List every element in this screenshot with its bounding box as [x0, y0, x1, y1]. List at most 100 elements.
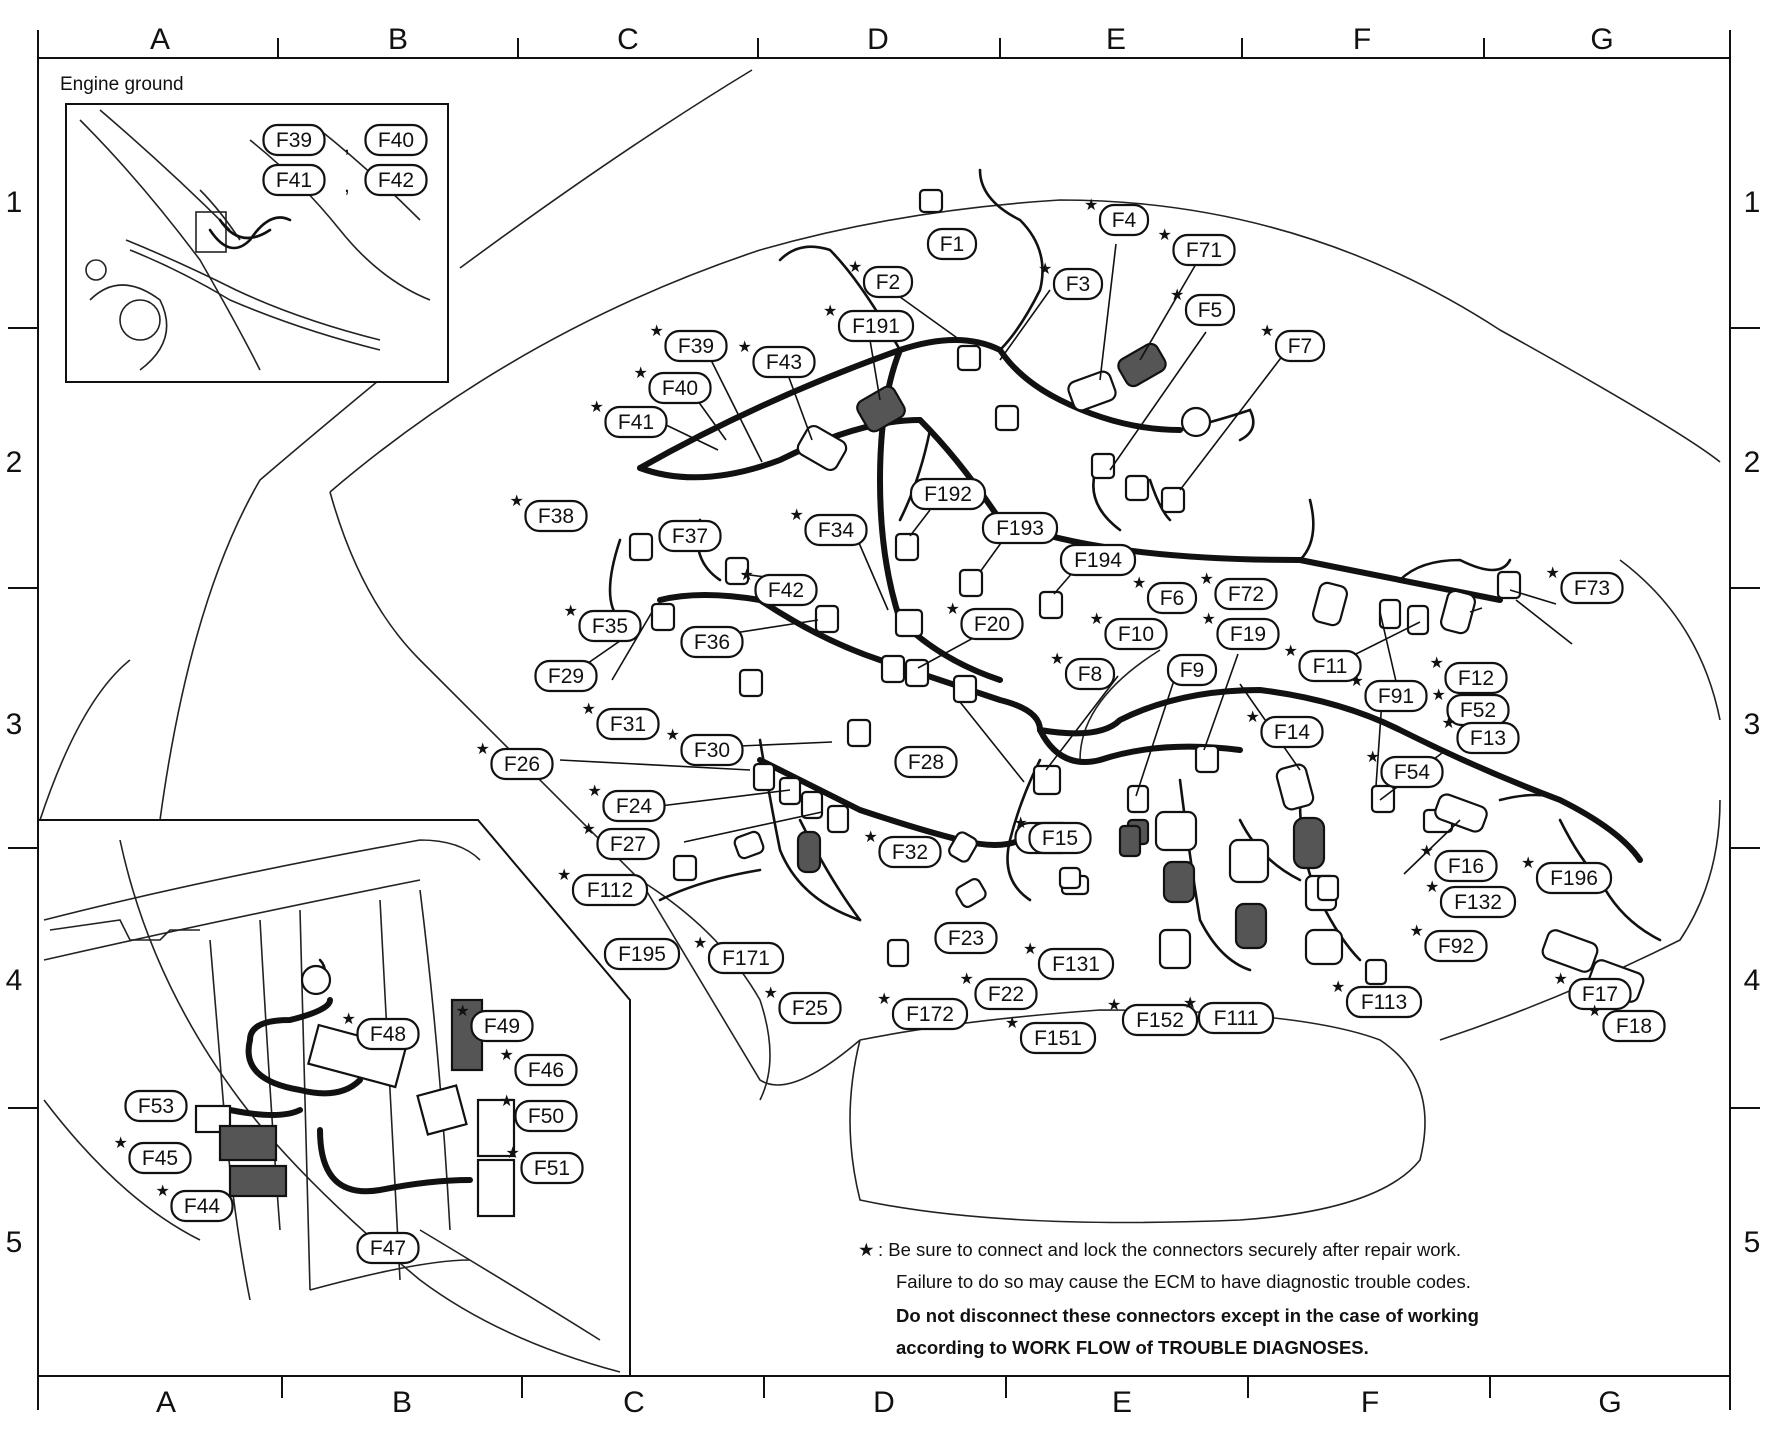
connector-tag-label: F196: [1550, 867, 1598, 890]
connector-tag-box: [1214, 577, 1278, 611]
connector-tag-label: F53: [138, 1095, 174, 1118]
star-icon: ★: [476, 739, 490, 758]
connector-tag-label: F152: [1136, 1009, 1184, 1032]
connector-tag-label: F16: [1448, 855, 1484, 878]
star-icon: ★: [156, 1181, 170, 1200]
connector-tag-label: F92: [1438, 935, 1474, 958]
connector-tag-f23: F23: [934, 921, 998, 955]
connector-tag-f131: F131 ★: [1023, 939, 1115, 981]
star-icon: ★: [1521, 853, 1535, 872]
star-icon: ★: [960, 969, 974, 988]
connector-tag-f40: F40: [364, 123, 428, 157]
connector-tag-box: [1064, 657, 1116, 691]
connector-tag-label: F15: [1042, 827, 1078, 850]
connector-tag-label: F50: [528, 1105, 564, 1128]
connector-tag-f112: F112★: [557, 865, 649, 907]
connector-tag-label: F36: [694, 631, 730, 654]
connector-tag-box: [124, 1089, 188, 1123]
connector-tag-box: [1019, 1021, 1097, 1055]
connector-tag-f39: F39★: [650, 321, 728, 363]
star-icon: ★: [764, 983, 778, 1002]
star-icon: ★: [1430, 653, 1444, 672]
connector-tag-f13: F13★: [1442, 713, 1520, 755]
connector-tag-f53: F53: [124, 1089, 188, 1123]
connector-tag-f26: F26★: [476, 739, 554, 781]
connector-tag-f46: F46★: [500, 1045, 578, 1087]
connector-tag-box: [524, 499, 588, 533]
connector-tag-label: F43: [766, 351, 802, 374]
connector-tag-f27: F27★: [582, 819, 660, 861]
note-star: ★: [858, 1239, 875, 1260]
connector-tag-f11: F11★: [1284, 641, 1362, 683]
connector-tag-box: [603, 937, 681, 971]
connector-tag-box: [778, 991, 842, 1025]
connector-tag-box: [534, 659, 598, 693]
star-icon: ★: [1084, 195, 1098, 214]
connector-tag-box: [604, 405, 668, 439]
col-label: F: [1353, 23, 1371, 56]
connector-tag-label: F192: [924, 483, 972, 506]
connector-tag-label: F71: [1186, 239, 1222, 262]
connector-tag-f14: F14★: [1246, 707, 1324, 749]
connector-tag-label: F48: [370, 1023, 406, 1046]
connector-tag-f5: F5★: [1170, 285, 1236, 327]
tag-separator: ,: [344, 174, 350, 197]
connector-tag-box: [1444, 661, 1508, 695]
connector-tag-label: F112: [587, 879, 633, 902]
cabin-sketch: [43, 839, 601, 1341]
star-icon: ★: [342, 1009, 356, 1028]
column-labels-bottom: A B C D E F G: [156, 1386, 1622, 1419]
connector-tag-label: F34: [818, 519, 855, 542]
connector-tag-label: F52: [1460, 699, 1496, 722]
star-icon: ★: [946, 599, 960, 618]
star-icon: ★: [1050, 649, 1064, 668]
connector-tag-label: F1: [940, 233, 965, 256]
connector-tag-f22: F22★: [960, 969, 1038, 1011]
connector-tag-label: F131: [1052, 953, 1100, 976]
connector-tag-box: [648, 371, 712, 405]
connector-tag-f192: F192: [909, 477, 987, 511]
connector-tag-f73: F73★: [1546, 563, 1624, 605]
connector-tag-box: [926, 227, 978, 261]
connector-tag-box: [1298, 649, 1362, 683]
note-line-1: : Be sure to connect and lock the connec…: [878, 1239, 1461, 1260]
connector-tag-f16: F16★: [1420, 841, 1498, 883]
note-line-4: according to WORK FLOW of TROUBLE DIAGNO…: [896, 1337, 1369, 1358]
connector-tag-f113: F113★: [1331, 977, 1423, 1019]
connector-tag-f191: F191★: [823, 301, 915, 343]
star-icon: ★: [1260, 321, 1274, 340]
connector-tag-label: F35: [592, 615, 628, 638]
row-label: 4: [1744, 964, 1761, 997]
col-label: D: [873, 1386, 895, 1419]
row-label: 3: [6, 708, 23, 741]
connector-tag-label: F9: [1180, 659, 1205, 682]
row-labels-left: 1 2 3 4 5: [6, 186, 23, 1259]
connector-tag-f35: F35★: [564, 601, 642, 643]
row-label: 5: [6, 1226, 23, 1259]
connector-tag-label: F8: [1078, 663, 1103, 686]
connector-tag-f29: F29: [534, 659, 598, 693]
connector-tag-label: F12: [1458, 667, 1494, 690]
star-icon: ★: [666, 725, 680, 744]
connector-tag-label: F46: [528, 1059, 564, 1082]
star-icon: ★: [1023, 939, 1037, 958]
connector-tag-box: [909, 477, 987, 511]
connector-tag-f31: F31★: [582, 699, 660, 741]
connector-tag-label: F72: [1228, 583, 1264, 606]
star-icon: ★: [1246, 707, 1260, 726]
star-icon: ★: [1170, 285, 1184, 304]
star-icon: ★: [693, 933, 707, 952]
connector-tag-box: [1028, 821, 1092, 855]
row-label: 2: [6, 446, 23, 479]
connector-tag-box: [1098, 203, 1150, 237]
connector-tag-label: F2: [876, 271, 901, 294]
connector-tag-f42: F42★: [740, 565, 818, 607]
connector-tag-f6: F6★: [1132, 573, 1198, 615]
connector-tag-box: [1345, 985, 1423, 1019]
connector-tag-f54: F54★: [1366, 747, 1444, 789]
star-icon: ★: [1350, 671, 1364, 690]
connector-tag-label: F132: [1454, 891, 1502, 914]
col-label: D: [867, 23, 889, 56]
connector-tag-f15: F15★: [1014, 813, 1092, 855]
connector-tag-box: [1037, 947, 1115, 981]
